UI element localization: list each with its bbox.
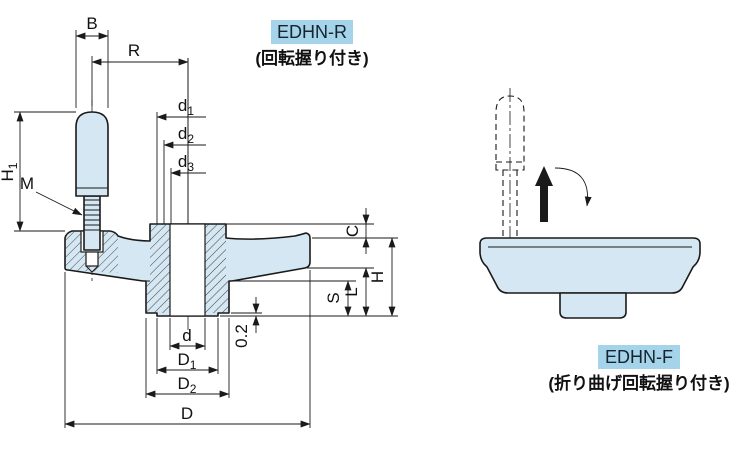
hub-side-body [559, 292, 627, 319]
edhn-r-badge [271, 20, 353, 44]
hub-left-hatch [146, 224, 170, 313]
rotating-grip [75, 111, 109, 251]
dimension-labels: B R d1 d2 d3 M H1 C H L S 0.2 d D1 D2 D [0, 14, 387, 423]
dim-label-D1: D1 [178, 350, 197, 372]
dim-label-d: d [182, 326, 191, 345]
dimension-lines [16, 32, 396, 428]
dim-label-0.2: 0.2 [232, 324, 251, 348]
dim-label-M: M [20, 174, 34, 193]
dim-label-D: D [181, 404, 193, 423]
dim-label-d1: d1 [178, 96, 194, 118]
dim-label-d2: d2 [178, 124, 194, 146]
rotation-arc-arrow-icon [554, 167, 592, 207]
grip-body [75, 111, 109, 197]
edhn-r-code: EDHN-R [277, 22, 347, 42]
right-view: EDHN-F (折り曲げ回転握り付き) [479, 88, 730, 393]
dim-label-L: L [342, 287, 361, 296]
phantom-grip-raised [495, 95, 525, 236]
mount-hole [85, 251, 99, 267]
dim-label-d3: d3 [178, 152, 194, 174]
fold-motion [535, 166, 592, 222]
drill-tip [85, 265, 99, 273]
dim-label-H: H [368, 271, 387, 283]
phantom-grip-body [495, 95, 525, 171]
edhn-f-badge [598, 345, 680, 369]
up-arrow-icon [535, 166, 553, 222]
dim-label-S: S [324, 292, 343, 303]
edhn-r-title: EDHN-R (回転握り付き) [255, 20, 369, 68]
dim-label-C: C [343, 225, 362, 237]
wheel-side-body [479, 237, 701, 294]
edhn-f-desc: (折り曲げ回転握り付き) [548, 373, 729, 393]
dim-label-H1: H1 [0, 162, 20, 181]
dim-label-B: B [86, 14, 97, 33]
left-view-section: B R d1 d2 d3 M H1 C H L S 0.2 d D1 D2 D … [0, 14, 398, 428]
extension-lines [14, 30, 398, 428]
dim-label-D2: D2 [178, 374, 197, 396]
edhn-r-desc: (回転握り付き) [255, 48, 368, 68]
grip-shaft [83, 195, 101, 251]
grip-thread-lines [84, 199, 100, 231]
edhn-f-code: EDHN-F [605, 347, 673, 367]
hub-right-hatch [205, 224, 229, 313]
dim-label-R: R [128, 41, 140, 60]
edhn-f-title: EDHN-F (折り曲げ回転握り付き) [548, 345, 730, 393]
hub-bore [169, 223, 206, 317]
